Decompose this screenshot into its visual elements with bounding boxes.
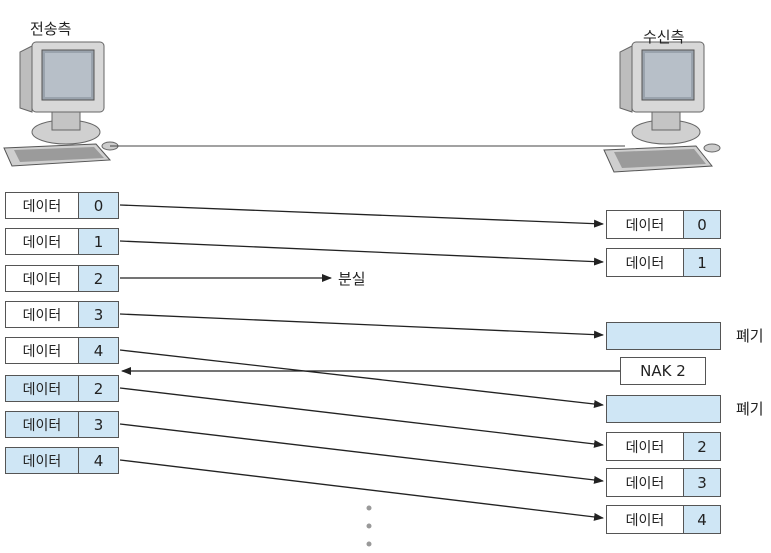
sender-frame: 데이터 1: [5, 228, 119, 255]
receiver-frame: 데이터 1: [606, 248, 721, 277]
sender-frame: 데이터 2: [5, 265, 119, 292]
frame-label: 데이터: [6, 193, 79, 218]
frame-number: 0: [684, 211, 720, 238]
frame-label: 데이터: [607, 506, 684, 533]
frame-number: 2: [79, 376, 118, 401]
receiver-frame: 데이터 2: [606, 432, 721, 461]
arrow-frame-3: [119, 313, 604, 339]
sender-frame: 데이터 3: [5, 301, 119, 328]
frame-number: 0: [79, 193, 118, 218]
arrow-frame-4: [119, 349, 604, 408]
frame-label: 데이터: [6, 302, 79, 327]
frame-label: 데이터: [6, 338, 79, 363]
arrow-frame-0: [119, 204, 604, 228]
receiver-frame: 데이터 0: [606, 210, 721, 239]
sender-label: 전송측: [30, 20, 72, 38]
frame-label: 데이터: [607, 433, 684, 460]
frame-label: 데이터: [6, 448, 79, 473]
frame-number: 1: [684, 249, 720, 276]
frame-label: 데이터: [607, 469, 684, 496]
sender-resend-frame: 데이터 4: [5, 447, 119, 474]
arrow-resend-4: [119, 459, 604, 521]
frame-label: 데이터: [6, 376, 79, 401]
frame-label: 데이터: [607, 211, 684, 238]
discarded-frame-box: [606, 322, 721, 350]
receiver-computer-icon: [603, 41, 721, 173]
discarded-frame-box: [606, 395, 721, 423]
lost-label: 분실: [338, 270, 366, 288]
frame-label: 데이터: [607, 249, 684, 276]
arrow-resend-3: [119, 423, 604, 484]
frame-label: 데이터: [6, 412, 79, 437]
frame-label: 데이터: [6, 266, 79, 291]
sender-computer-icon: [3, 41, 119, 167]
frame-number: 4: [79, 338, 118, 363]
frame-number: 2: [79, 266, 118, 291]
frame-number: 1: [79, 229, 118, 254]
receiver-label: 수신측: [643, 28, 685, 46]
sender-resend-frame: 데이터 3: [5, 411, 119, 438]
sender-frame: 데이터 0: [5, 192, 119, 219]
sender-resend-frame: 데이터 2: [5, 375, 119, 402]
discard-label: 폐기: [736, 400, 764, 418]
frame-number: 3: [79, 302, 118, 327]
frame-number: 4: [684, 506, 720, 533]
frame-number: 3: [79, 412, 118, 437]
receiver-frame: 데이터 3: [606, 468, 721, 497]
continuation-dot: [366, 541, 372, 547]
frame-number: 2: [684, 433, 720, 460]
arrow-frame-1: [119, 240, 604, 266]
frame-number: 4: [79, 448, 118, 473]
receiver-frame: 데이터 4: [606, 505, 721, 534]
continuation-dot: [366, 523, 372, 529]
arrow-resend-2: [119, 387, 604, 448]
continuation-dot: [366, 505, 372, 511]
sender-frame: 데이터 4: [5, 337, 119, 364]
nak-box: NAK 2: [620, 357, 706, 385]
frame-number: 3: [684, 469, 720, 496]
frame-label: 데이터: [6, 229, 79, 254]
discard-label: 폐기: [736, 327, 764, 345]
